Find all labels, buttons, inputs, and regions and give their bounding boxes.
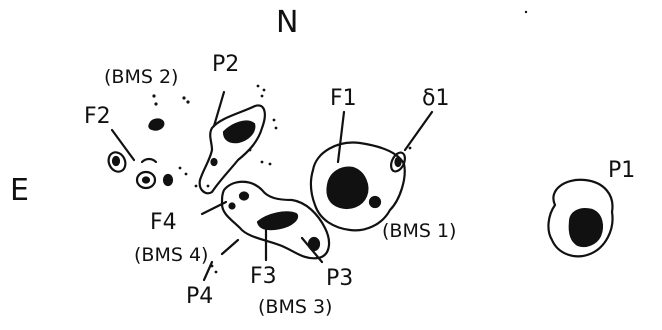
p4-label: P4 xyxy=(186,284,214,309)
p2-outer-contour xyxy=(198,104,266,195)
delta1-leader xyxy=(403,110,434,152)
p1-label: P1 xyxy=(608,158,636,183)
bms3-label: (BMS 3) xyxy=(258,296,333,318)
bms1-label: (BMS 1) xyxy=(382,220,457,242)
f1-label: F1 xyxy=(330,86,357,111)
delta1-spot xyxy=(390,151,406,173)
compound-small-umbra xyxy=(228,202,236,210)
f4-leader xyxy=(200,200,228,216)
f2-leader xyxy=(110,128,136,162)
f4-umbra xyxy=(238,191,250,201)
p2-umbra xyxy=(222,120,256,144)
f2-spot-b-core xyxy=(141,176,151,184)
p3-umbra xyxy=(307,236,321,252)
pore-dots xyxy=(152,10,528,274)
p1-umbra xyxy=(568,208,603,248)
f2-arc xyxy=(140,157,158,164)
delta1-label: δ1 xyxy=(422,86,450,111)
bms2-spot xyxy=(148,118,165,131)
f1-outer-contour xyxy=(309,141,406,232)
bms2-label: (BMS 2) xyxy=(104,66,179,88)
f4-label: F4 xyxy=(150,210,177,235)
f2-spot-b xyxy=(135,170,157,190)
delta1-core xyxy=(394,156,402,168)
f2-label: F2 xyxy=(84,104,111,129)
f1-umbra xyxy=(326,166,369,210)
p3-leader xyxy=(300,236,324,264)
f1-leader xyxy=(336,110,346,164)
p1-outer-contour xyxy=(547,178,614,258)
p4-leader xyxy=(202,260,214,282)
bms4-leader xyxy=(220,238,240,256)
bms4-label: (BMS 4) xyxy=(134,244,209,266)
north-label: N xyxy=(276,5,299,40)
f2-spot-a-core xyxy=(111,155,121,167)
p3-label: P3 xyxy=(326,266,354,291)
f2-spot-a xyxy=(107,151,127,173)
east-label: E xyxy=(10,173,29,208)
f3-umbra xyxy=(256,211,299,231)
p2-leader xyxy=(212,90,226,128)
p2-label: P2 xyxy=(212,52,240,77)
f2-spot-c xyxy=(162,173,174,187)
f3-label: F3 xyxy=(250,264,277,289)
p2-small-umbra xyxy=(210,157,218,167)
f1-satellite-spot xyxy=(368,195,382,209)
